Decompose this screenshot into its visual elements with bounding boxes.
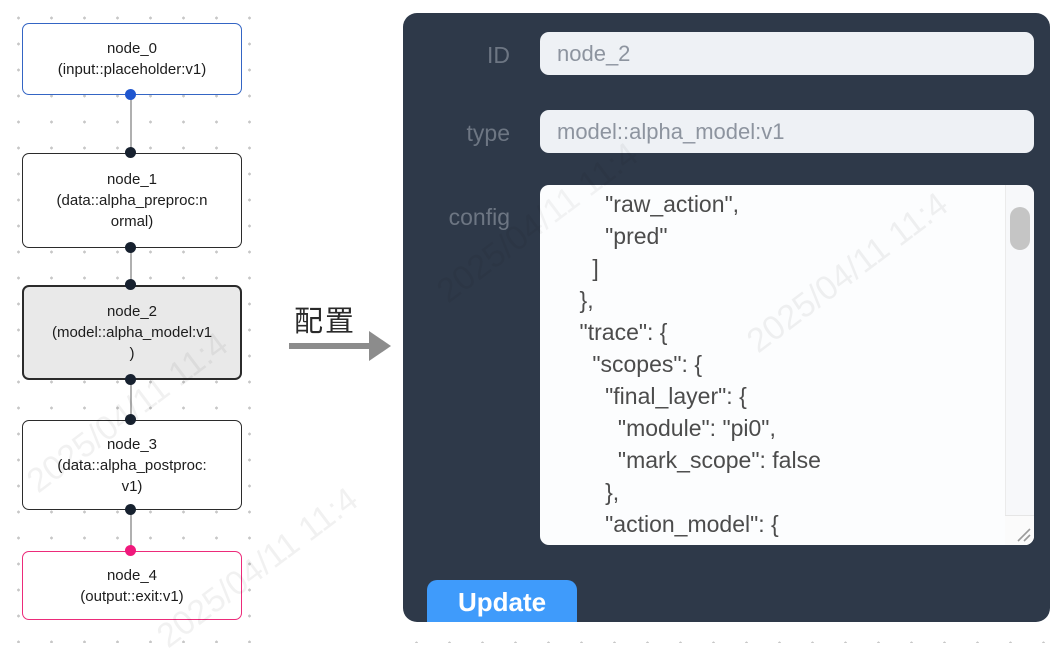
id-label: ID (487, 42, 510, 68)
node-title: node_2 (106, 303, 158, 320)
node-subtitle: (output::exit:v1) (80, 587, 184, 605)
resize-grip-icon[interactable] (1015, 526, 1031, 542)
config-label: config (448, 204, 510, 230)
node-subtitle: (input::placeholder:v1) (57, 61, 207, 78)
port-out-node_1[interactable] (125, 242, 136, 253)
node-title: node_1 (106, 171, 158, 188)
id-input[interactable] (540, 32, 1034, 75)
type-input[interactable] (540, 110, 1034, 153)
node-title: node_3 (106, 435, 158, 453)
edge-node_1-node_2 (130, 248, 132, 285)
transition-label: 配置 (294, 306, 357, 338)
node-title: node_4 (106, 566, 158, 584)
flow-node-node_2[interactable]: node_2 (model::alpha_model:v1 ) (22, 285, 242, 380)
flow-node-node_1[interactable]: node_1 (data::alpha_preproc:n ormal) (22, 153, 242, 248)
update-button[interactable]: Update (427, 580, 577, 622)
scrollbar-thumb[interactable] (1010, 207, 1030, 250)
type-label: type (466, 120, 510, 146)
port-in-node_4[interactable] (125, 545, 136, 556)
port-out-node_0[interactable] (125, 89, 136, 100)
config-panel: ID type config "raw_action", "pred" ] },… (403, 13, 1050, 622)
edge-node_0-node_1 (130, 95, 132, 153)
flow-node-node_4[interactable]: node_4 (output::exit:v1) (22, 551, 242, 620)
node-subtitle: (data::alpha_postproc: v1) (57, 456, 207, 495)
edge-node_2-node_3 (130, 380, 132, 420)
config-textarea-wrap: "raw_action", "pred" ] }, "trace": { "sc… (540, 185, 1034, 545)
node-subtitle: (data::alpha_preproc:n ormal) (56, 192, 208, 230)
pipeline-canvas: node_0 (input::placeholder:v1) node_1 (d… (0, 0, 270, 643)
node-title: node_0 (106, 40, 158, 57)
port-out-node_2[interactable] (125, 374, 136, 385)
port-in-node_3[interactable] (125, 414, 136, 425)
flow-node-node_3[interactable]: node_3 (data::alpha_postproc: v1) (22, 420, 242, 510)
resize-corner (1005, 515, 1034, 545)
node-subtitle: (model::alpha_model:v1 ) (51, 324, 213, 362)
flow-node-node_0[interactable]: node_0 (input::placeholder:v1) (22, 23, 242, 95)
port-out-node_3[interactable] (125, 504, 136, 515)
port-in-node_1[interactable] (125, 147, 136, 158)
config-textarea[interactable]: "raw_action", "pred" ] }, "trace": { "sc… (540, 185, 1034, 545)
arrow-right-icon (289, 343, 371, 349)
edge-node_3-node_4 (130, 510, 132, 551)
arrow-right-head-icon (369, 331, 391, 361)
port-in-node_2[interactable] (125, 279, 136, 290)
